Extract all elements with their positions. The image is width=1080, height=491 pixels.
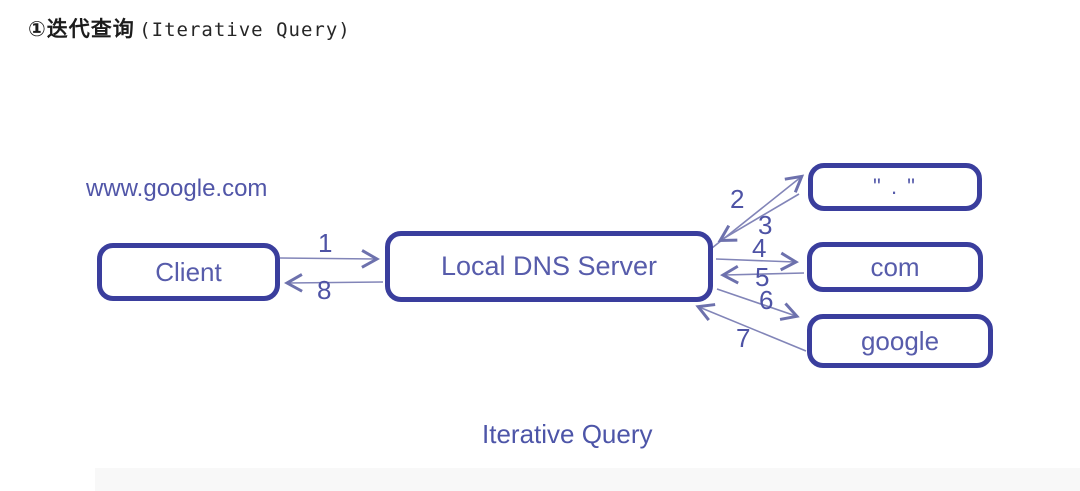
node-root: " . " (808, 163, 982, 211)
node-local-dns-server-label: Local DNS Server (440, 251, 658, 281)
page-title-cjk: ①迭代查询 (28, 17, 135, 41)
arrow-2-number: 2 (730, 184, 745, 214)
arrow-8-line (284, 273, 384, 293)
arrow-6-number: 6 (759, 285, 774, 315)
arrow-3-number: 3 (758, 210, 773, 240)
node-client: Client (97, 243, 280, 301)
page-title: ①迭代查询 (Iterative Query) (28, 13, 351, 43)
arrow-7-number: 7 (736, 323, 751, 353)
node-root-label: " . " (873, 174, 917, 199)
diagram-caption: Iterative Query (482, 419, 653, 449)
arrow-4-number: 4 (752, 233, 767, 263)
arrow-5-number: 5 (755, 262, 770, 292)
arrow-1-line (279, 249, 380, 269)
arrow-7-line (695, 303, 807, 352)
node-google: google (807, 314, 993, 368)
arrow-8-number: 8 (317, 275, 332, 305)
query-domain-label: www.google.com (86, 175, 268, 202)
node-local-dns-server: Local DNS Server (385, 231, 713, 302)
arrow-1-number: 1 (318, 228, 333, 258)
node-google-label: google (860, 326, 940, 356)
node-com: com (807, 242, 983, 292)
node-client-label: Client (155, 257, 222, 287)
arrow-6-line (716, 288, 800, 321)
page-title-latin: (Iterative Query) (139, 19, 351, 41)
bottom-strip (95, 468, 1080, 491)
node-com-label: com (870, 252, 920, 282)
